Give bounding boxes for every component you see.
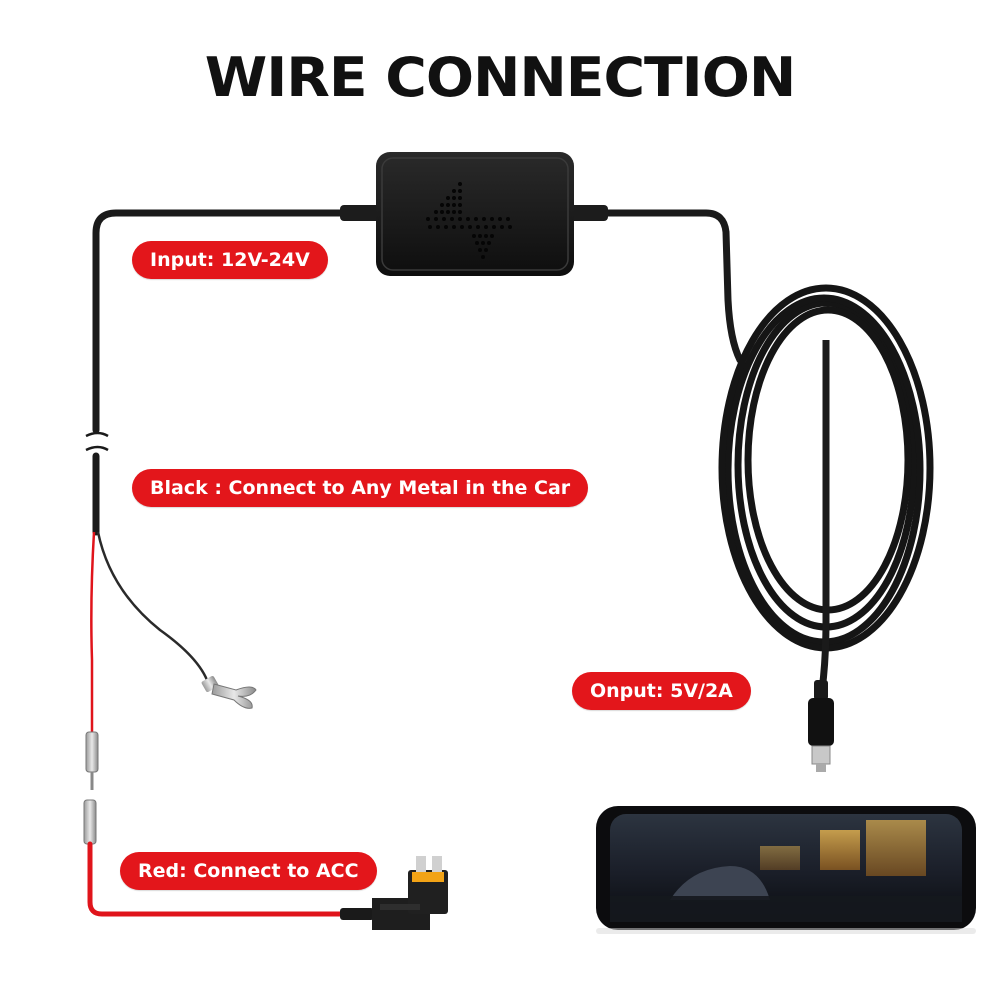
fuse-tap-icon (340, 856, 448, 930)
fork-terminal-icon (201, 676, 257, 709)
micro-usb-plug-icon (808, 680, 834, 772)
input-cable (92, 209, 382, 434)
output-label: Onput: 5V/2A (572, 672, 751, 710)
lightning-bolt-dot-icon (426, 182, 512, 259)
black-wire-label: Black : Connect to Any Metal in the Car (132, 469, 589, 507)
bullet-connector (83, 731, 99, 845)
converter-box (340, 152, 608, 276)
mirror-dashcam (596, 806, 976, 934)
black-ground-wire (96, 531, 212, 691)
output-cable (568, 209, 744, 364)
input-label: Input: 12V-24V (132, 241, 328, 279)
red-acc-wire-lower (87, 841, 353, 917)
page-title: WIRE CONNECTION (204, 46, 797, 109)
red-acc-wire-upper (90, 531, 96, 738)
coil-tail (818, 340, 830, 691)
red-wire-label: Red: Connect to ACC (120, 852, 377, 890)
cable-break-mark (85, 431, 109, 452)
